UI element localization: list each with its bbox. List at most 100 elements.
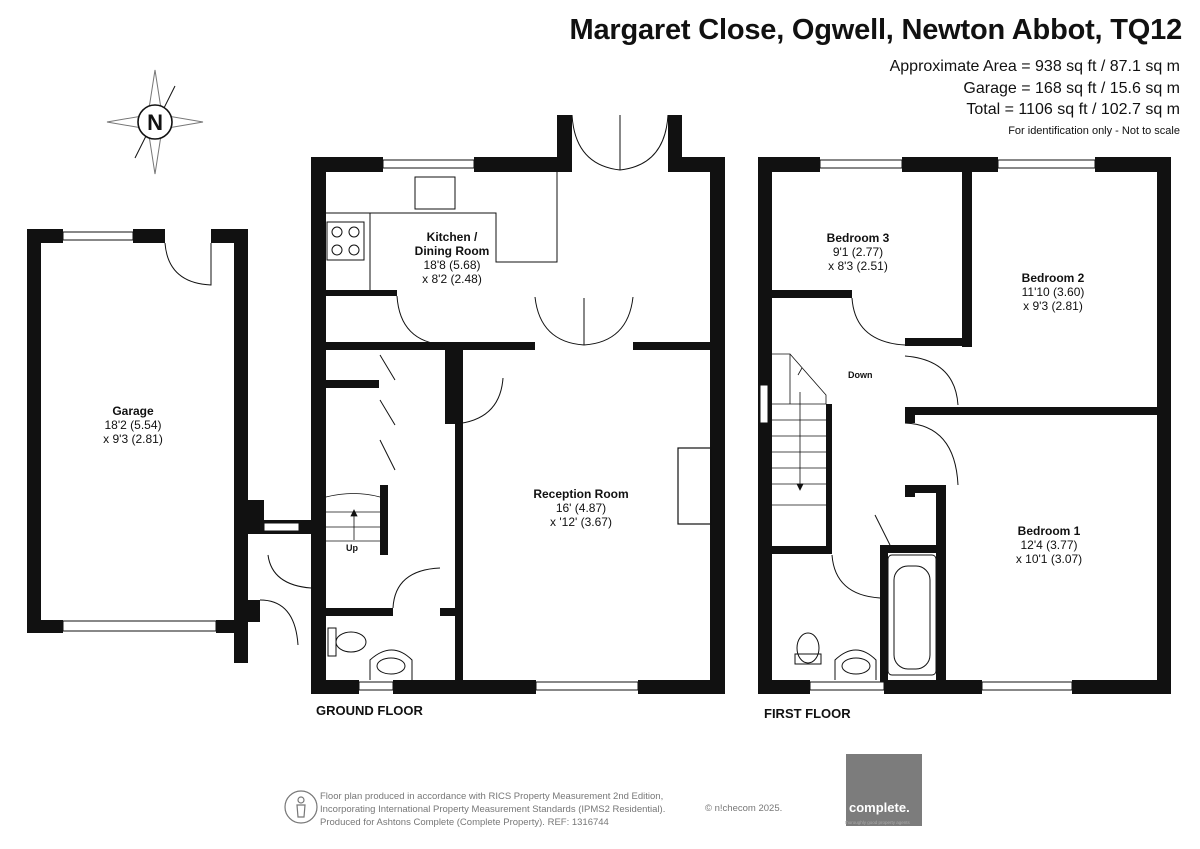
ground-wall-bottom-a: [311, 680, 359, 694]
reception-wall-top-a: [455, 342, 535, 350]
wc-wall-top-b: [440, 608, 460, 616]
porch-door: [267, 554, 312, 589]
room-dim: x 8'3 (2.51): [828, 259, 888, 273]
copyright: © n!checom 2025.: [705, 803, 783, 814]
stairs-down-label: Down: [848, 370, 873, 380]
bedroom2-door: [904, 355, 959, 406]
room-dim: x 9'3 (2.81): [103, 432, 163, 446]
landing-window: [759, 384, 769, 424]
room-name: Garage: [112, 404, 154, 418]
room-bedroom-2: Bedroom 2 11'10 (3.60) x 9'3 (2.81): [1022, 271, 1085, 313]
room-name: Bedroom 2: [1021, 271, 1085, 285]
reception-window: [535, 681, 639, 691]
bath-wc-cistern: [794, 653, 822, 665]
footer-line: Floor plan produced in accordance with R…: [320, 791, 664, 802]
room-name: Dining Room: [414, 244, 490, 258]
bedroom1-wall-left: [936, 485, 946, 680]
wc-window: [358, 681, 394, 691]
bedroom-divider-stub: [905, 407, 915, 423]
room-kitchen: Kitchen / Dining Room 18'8 (5.68) x 8'2 …: [415, 230, 490, 286]
landing-wall-bottom: [772, 546, 832, 554]
kitchen-sink: [414, 176, 456, 210]
stairs-first: [772, 353, 827, 506]
bedroom3-door: [851, 297, 906, 346]
footer-disclaimer: Floor plan produced in accordance with R…: [320, 790, 665, 829]
first-wall-top-a: [758, 157, 820, 172]
room-dim: 16' (4.87): [555, 501, 607, 515]
bath-basin: [834, 649, 877, 680]
garage-area: Garage = 168 sq ft / 15.6 sq m: [963, 80, 1180, 97]
stair-wall-right: [380, 485, 388, 555]
hall-wall-top: [311, 342, 451, 350]
ground-wall-top-a: [311, 157, 383, 172]
first-floor-label: FIRST FLOOR: [764, 706, 851, 721]
bathtub-inner: [893, 565, 931, 670]
bay-wall-left: [557, 115, 572, 172]
first-wall-bottom-a: [758, 680, 810, 694]
walls: [27, 115, 1171, 694]
bathroom-window: [809, 681, 885, 691]
compass-letter: N: [147, 110, 163, 135]
icon-body: [296, 804, 306, 818]
icon-ring: [284, 790, 318, 824]
first-wall-top-b: [902, 157, 998, 172]
front-door: [259, 599, 299, 646]
brand-tagline: thoroughly good property agents: [845, 820, 910, 825]
room-garage: Garage 18'2 (5.54) x 9'3 (2.81): [103, 404, 163, 446]
wc-cistern: [327, 627, 337, 657]
porch-window: [263, 522, 300, 532]
room-dim: x '12' (3.67): [550, 515, 612, 529]
bath-wc-toilet: [796, 632, 820, 664]
brand-logo: [846, 754, 922, 826]
garage-wall-right: [234, 229, 248, 663]
compass-center: [137, 104, 173, 140]
stair-well-right: [826, 404, 832, 554]
cupboard-doors: [379, 354, 396, 471]
sanitary-ware: [327, 554, 937, 680]
garage-wall-top-mid: [133, 229, 165, 243]
reception-door: [454, 377, 504, 425]
bedroom1-window: [981, 681, 1073, 691]
stair-step: [325, 493, 381, 498]
stairs-up-label: Up: [346, 543, 358, 553]
room-bedroom-1: Bedroom 1 12'4 (3.77) x 10'1 (3.07): [1016, 524, 1082, 566]
room-dim: 11'10 (3.60): [1021, 285, 1085, 299]
counter-top: [370, 172, 558, 263]
hob-ring: [331, 226, 343, 238]
wc-toilet: [335, 631, 367, 653]
bathroom-wall-top: [880, 545, 946, 553]
first-wall-bottom-c: [1072, 680, 1171, 694]
reception-wall-top-b: [633, 342, 713, 350]
first-wall-bottom-b: [884, 680, 982, 694]
bedroom1-door: [904, 422, 959, 486]
ground-floor-label: GROUND FLOOR: [316, 703, 423, 718]
room-dim: x 9'3 (2.81): [1023, 299, 1083, 313]
bathtub: [887, 554, 937, 676]
room-dim: 18'8 (5.68): [423, 258, 481, 272]
garage-window: [62, 231, 134, 241]
first-wall-top-c: [1095, 157, 1171, 172]
garage-wall-top-left: [27, 229, 63, 243]
room-name: Reception Room: [533, 487, 629, 501]
kitchen-counter: [326, 172, 558, 290]
scale-note: For identification only - Not to scale: [1008, 125, 1180, 137]
windows: [62, 159, 1096, 691]
ground-wall-top-b: [474, 157, 572, 172]
compass-rose-icon: N: [106, 69, 204, 175]
room-dim: 9'1 (2.77): [832, 245, 884, 259]
wc-door: [392, 567, 441, 609]
person-info-icon: [284, 790, 318, 824]
wc-wall-top: [311, 608, 393, 616]
footer-line: Produced for Ashtons Complete (Complete …: [320, 817, 609, 828]
cupboard-stub: [905, 485, 915, 497]
cupboard-top: [905, 485, 945, 493]
page-title: Margaret Close, Ogwell, Newton Abbot, TQ…: [569, 14, 1183, 46]
porch-wall-a: [248, 500, 264, 524]
approximate-area: Approximate Area = 938 sq ft / 87.1 sq m: [889, 58, 1180, 75]
bedroom2-wall-left: [962, 157, 972, 347]
garage-wall-bottom-right: [216, 620, 236, 633]
total-area: Total = 1106 sq ft / 102.7 sq m: [966, 101, 1180, 118]
first-wall-left: [758, 157, 772, 694]
room-reception: Reception Room 16' (4.87) x '12' (3.67): [533, 487, 628, 529]
